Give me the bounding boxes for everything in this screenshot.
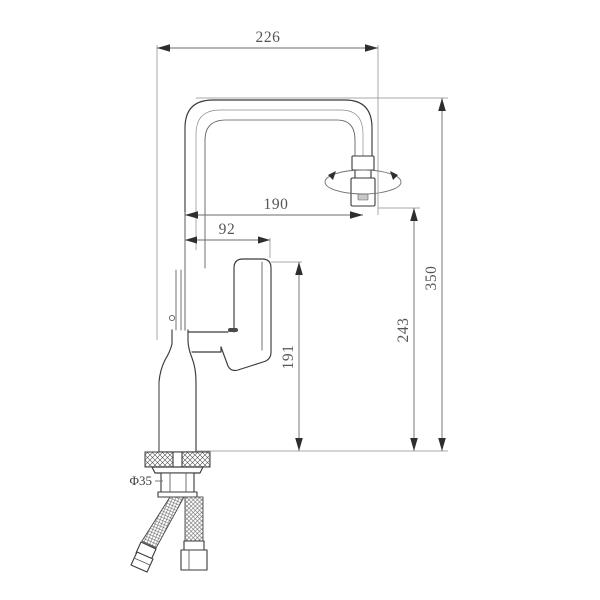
handle-pivot-mark	[228, 328, 238, 332]
deck-washer-left	[144, 451, 174, 468]
arrow-350-bottom-icon	[438, 438, 446, 451]
swivel-rotation-ellipse	[324, 169, 402, 195]
dim-label-226: 226	[255, 29, 280, 46]
spout-arc-inner	[204, 119, 356, 269]
washer-center-gap	[172, 451, 183, 468]
spout-arc-outer	[184, 99, 373, 331]
dimension-191: 191	[271, 261, 303, 451]
arrow-92-right-icon	[258, 236, 270, 244]
hose-nut-left-facet	[133, 557, 151, 566]
arrow-190-right-icon	[350, 211, 363, 219]
hose-nut-left	[130, 551, 154, 573]
aerator-collar	[351, 155, 375, 171]
dim-label-92: 92	[219, 221, 236, 238]
hose-right-ferrule	[183, 540, 205, 551]
hose-left-end	[141, 540, 157, 549]
swivel-arrow-left-icon	[328, 171, 336, 180]
dimension-350: 350	[196, 97, 448, 452]
dimension-226: 226	[156, 29, 379, 340]
supply-hose-right	[184, 496, 204, 542]
body-set-screw	[168, 314, 176, 322]
deck-washer-right	[181, 451, 211, 468]
hose-nut-right	[180, 549, 208, 571]
aerator-outlet	[350, 177, 376, 207]
swivel-arrow-right-icon	[390, 171, 398, 180]
arrow-226-right-icon	[365, 44, 378, 52]
arrow-226-left-icon	[157, 44, 170, 52]
dimension-190: 190	[184, 196, 363, 330]
dim-label-190: 190	[263, 196, 288, 213]
aerator-screen	[357, 193, 369, 201]
body-shoulder-lower	[191, 346, 222, 353]
dim-label-243: 243	[395, 317, 412, 342]
shank-lock-nut	[157, 491, 198, 498]
dimension-diameter-35: Φ35	[129, 473, 163, 488]
dim-label-phi35: Φ35	[129, 473, 152, 488]
arrow-243-bottom-icon	[410, 438, 418, 451]
arrow-350-top-icon	[438, 98, 446, 111]
dimension-92: 92	[184, 221, 271, 330]
arrow-191-top-icon	[295, 262, 303, 275]
dimension-243: 243	[378, 207, 420, 451]
arrow-191-bottom-icon	[295, 438, 303, 451]
supply-hose-left	[141, 496, 185, 549]
aerator-ring	[354, 169, 372, 179]
dim-label-350: 350	[423, 265, 440, 290]
faucet-body	[158, 329, 197, 453]
arrow-190-left-icon	[185, 211, 198, 219]
spout-arc-highlight	[195, 109, 364, 251]
base-plate	[151, 466, 204, 474]
lever-handle	[220, 258, 272, 372]
faucet-geometry	[130, 99, 402, 573]
arrow-243-top-icon	[410, 208, 418, 221]
arrow-92-left-icon	[185, 236, 197, 244]
dim-label-191: 191	[280, 344, 297, 369]
